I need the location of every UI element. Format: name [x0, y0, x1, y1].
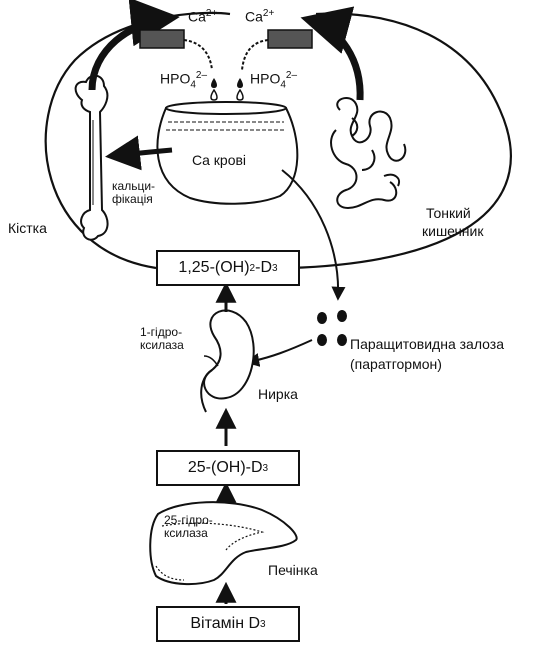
hydroxylase-25-label: 25-гідро-ксилаза — [164, 514, 213, 540]
calcium-ion-left-label: Ca2+ — [188, 8, 217, 25]
phosphate-droplets-right — [237, 78, 243, 100]
phosphate-right-label: HPO42– — [250, 70, 297, 90]
intestine-icon — [331, 98, 405, 208]
bone-icon — [76, 76, 108, 240]
left-transporter-icon — [140, 30, 212, 70]
parathyroid-gland-icon — [317, 310, 347, 346]
kidney-icon — [201, 310, 254, 412]
parathyroid-to-kidney-arrow — [248, 340, 312, 362]
calcium-ion-right-label: Ca2+ — [245, 8, 274, 25]
blood-calcium-label: Ca крові — [192, 152, 246, 168]
kidney-label: Нирка — [258, 386, 298, 402]
phosphate-left-label: HPO42– — [160, 70, 207, 90]
hydroxylase-1-label: 1-гідро-ксилаза — [140, 326, 184, 352]
parathyroid-label: Паращитовидна залоза(паратгормон) — [350, 334, 504, 374]
intestine-to-ca-arrow — [310, 20, 360, 100]
bone-label: Кістка — [8, 220, 47, 236]
bone-to-ca-arrow — [92, 18, 170, 90]
right-transporter-icon — [242, 30, 312, 70]
phosphate-droplets-left — [211, 78, 217, 100]
calcification-label: кальци-фікація — [112, 180, 155, 206]
liver-label: Печінка — [268, 562, 318, 578]
